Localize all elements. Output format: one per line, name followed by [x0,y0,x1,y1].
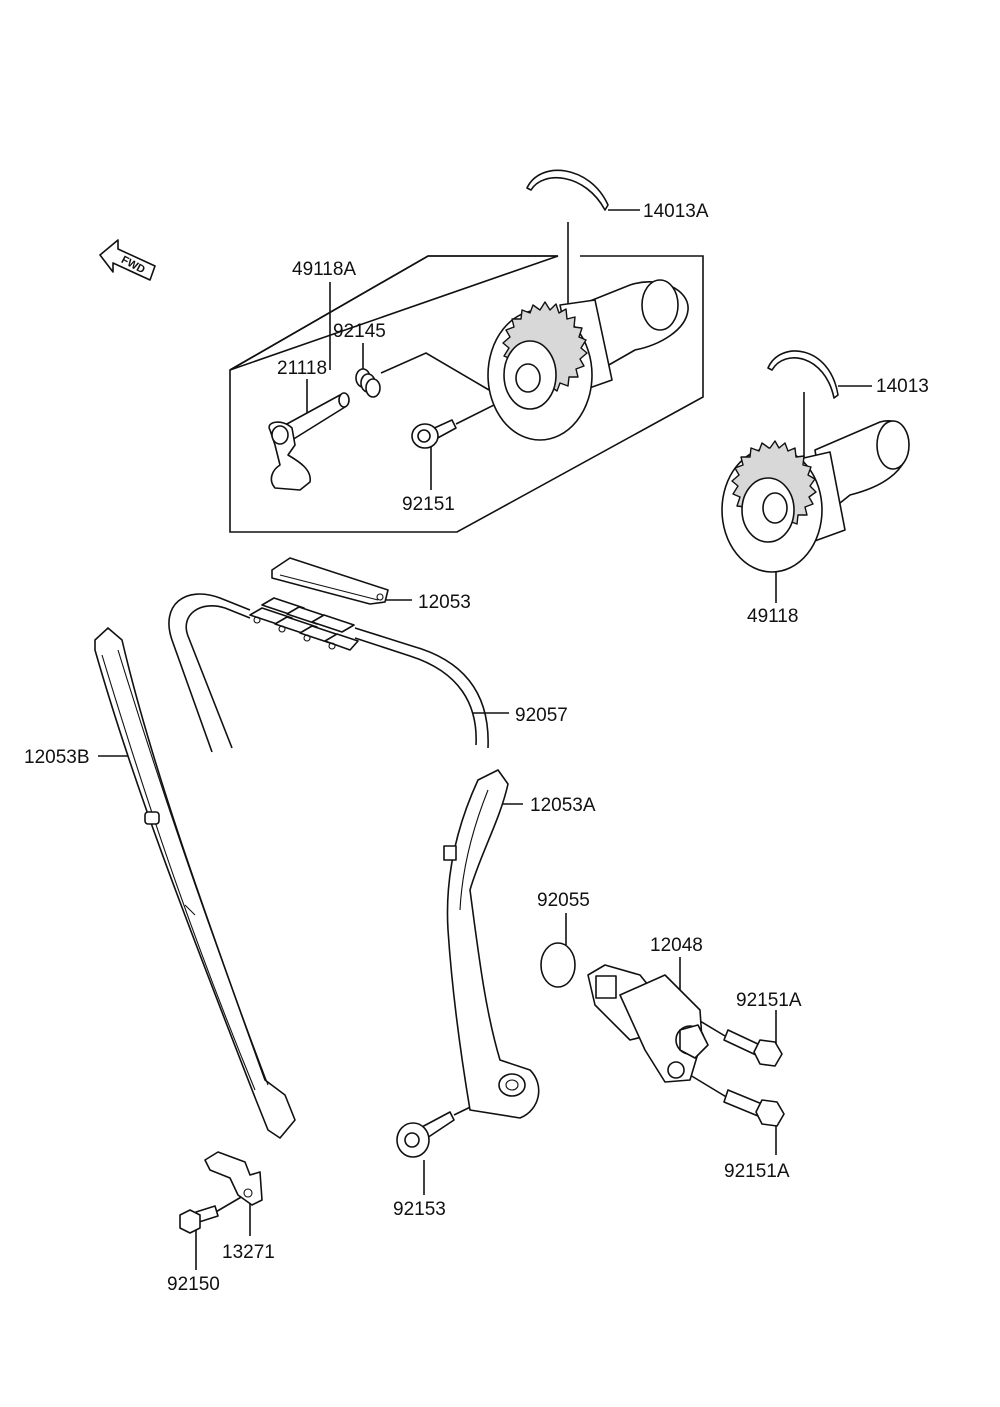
camshaft-49118 [721,420,910,573]
label-92145: 92145 [333,321,386,342]
chain-links [249,597,359,651]
bolt-92151 [411,419,457,449]
label-92151: 92151 [402,494,455,515]
guide-12053 [271,557,389,605]
label-14013: 14013 [876,376,929,397]
label-12048: 12048 [650,935,703,956]
label-12053: 12053 [418,592,471,613]
guide-12053B [94,627,296,1139]
label-92151A-top: 92151A [736,990,802,1011]
chain-92057 [168,593,489,753]
camshaft-assembly-frame-outline [229,255,704,533]
label-92153: 92153 [393,1199,446,1220]
label-14013A: 14013A [643,201,709,222]
spring-92145 [355,368,381,398]
label-49118A: 49118A [292,259,356,280]
label-92055: 92055 [537,890,590,911]
bolt-92153 [396,1111,455,1158]
bracket-13271 [204,1151,263,1206]
label-12053B: 12053B [24,747,90,768]
lever-21118 [268,392,350,491]
guide-12053A [443,769,540,1119]
label-92150: 92150 [167,1274,220,1295]
circlip-arc-14013A [526,169,609,211]
bolt-92150 [179,1205,219,1234]
label-92057: 92057 [515,705,568,726]
label-49118: 49118 [747,606,798,627]
label-13271: 13271 [222,1242,275,1263]
tensioner-12048 [587,964,709,1083]
label-12053A: 12053A [530,795,596,816]
fwd-arrow-icon: FWD [99,239,156,281]
label-21118: 21118 [277,358,327,379]
circlip-arc-14013 [767,350,839,399]
part-labels: 14013A 49118A 92145 21118 92151 14013 49… [24,201,929,1295]
o-ring-92055 [540,942,576,988]
bolt-92151A-top [723,1029,783,1067]
label-92151A-bottom: 92151A [724,1161,790,1182]
camshaft-49118A [487,279,689,441]
bolt-92151A-bottom [723,1089,785,1127]
